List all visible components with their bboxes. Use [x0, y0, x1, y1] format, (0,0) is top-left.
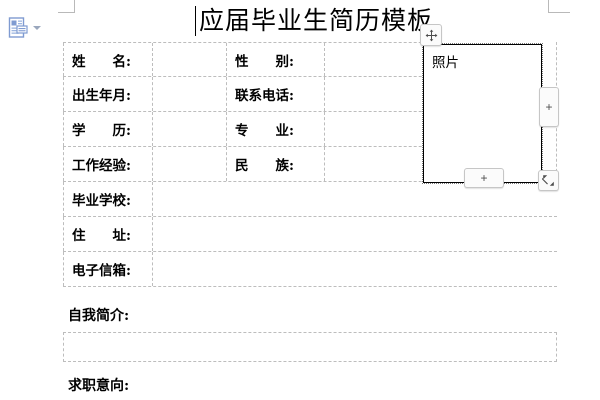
label-text: 性 别: — [235, 53, 294, 70]
section-label-job-intent[interactable]: 求职意向: — [68, 378, 130, 394]
cell-value-major[interactable] — [325, 112, 423, 146]
plus-icon: + — [480, 171, 488, 185]
table-row[interactable]: 工作经验: 民 族: — [63, 147, 557, 182]
cell-label-phone[interactable]: 联系电话: — [227, 77, 325, 111]
label-text: 民 族: — [235, 158, 294, 174]
label-text: 专 业: — [235, 123, 294, 139]
table-row[interactable]: 学 历: 专 业: — [63, 112, 557, 147]
cell-label-gender[interactable]: 性 别: — [227, 43, 325, 76]
chevron-down-icon[interactable] — [33, 26, 41, 30]
cell-label-experience[interactable]: 工作经验: — [63, 147, 153, 181]
table-row[interactable]: 住 址: — [63, 217, 557, 252]
plus-icon: + — [545, 100, 553, 114]
table-row[interactable]: 出生年月: 联系电话: — [63, 77, 557, 112]
cell-value-phone[interactable] — [325, 77, 423, 111]
cell-label-address[interactable]: 住 址: — [63, 217, 153, 251]
cell-value-gender[interactable] — [325, 43, 423, 76]
cell-label-school[interactable]: 毕业学校: — [63, 182, 153, 216]
cell-label-email[interactable]: 电子信箱: — [63, 252, 153, 286]
table-row[interactable]: 姓 名: 性 别: — [63, 42, 557, 77]
diagonal-resize-icon — [542, 175, 554, 186]
cell-label-education[interactable]: 学 历: — [63, 112, 153, 146]
table-row[interactable]: 毕业学校: — [63, 182, 557, 217]
table-row[interactable]: 电子信箱: — [63, 252, 557, 287]
move-handle-icon[interactable] — [420, 24, 442, 46]
cell-label-ethnicity[interactable]: 民 族: — [227, 147, 325, 181]
cell-value-name[interactable] — [153, 43, 227, 76]
title-line: 应届毕业生简历模板 — [63, 4, 557, 38]
label-text: 住 址: — [72, 228, 131, 244]
text-caret — [195, 6, 196, 36]
margin-corner-top-right — [548, 0, 570, 13]
label-text: 联系电话: — [235, 88, 294, 104]
document-format-icon[interactable] — [8, 17, 28, 39]
photo-placeholder-box[interactable]: 照片 — [423, 44, 542, 183]
page-title[interactable]: 应届毕业生简历模板 — [199, 6, 434, 35]
add-column-handle[interactable]: + — [539, 87, 559, 127]
label-text: 毕业学校: — [72, 193, 131, 209]
photo-label: 照片 — [432, 55, 459, 71]
add-row-handle[interactable]: + — [464, 168, 504, 188]
move-arrows-icon — [425, 29, 437, 41]
label-text: 学 历: — [72, 123, 131, 139]
cell-label-major[interactable]: 专 业: — [227, 112, 325, 146]
label-text: 姓 名: — [72, 53, 131, 70]
label-text: 电子信箱: — [72, 263, 131, 279]
cell-value-experience[interactable] — [153, 147, 227, 181]
resize-handle-icon[interactable] — [538, 170, 559, 191]
cell-value-email[interactable] — [153, 252, 557, 286]
cell-value-birthdate[interactable] — [153, 77, 227, 111]
cell-value-address[interactable] — [153, 217, 557, 251]
cell-label-name[interactable]: 姓 名: — [63, 43, 153, 76]
self-intro-textbox[interactable] — [63, 332, 557, 362]
resume-table[interactable]: 姓 名: 性 别: 出生年月: 联系电话: 学 历: 专 业: 工作经验: 民 … — [63, 42, 557, 287]
label-text: 工作经验: — [72, 158, 131, 174]
cell-value-education[interactable] — [153, 112, 227, 146]
label-text: 出生年月: — [72, 88, 131, 104]
cell-label-birthdate[interactable]: 出生年月: — [63, 77, 153, 111]
cell-value-ethnicity[interactable] — [325, 147, 423, 181]
margin-corner-top-left — [58, 0, 75, 13]
section-label-self-intro[interactable]: 自我简介: — [68, 308, 130, 324]
